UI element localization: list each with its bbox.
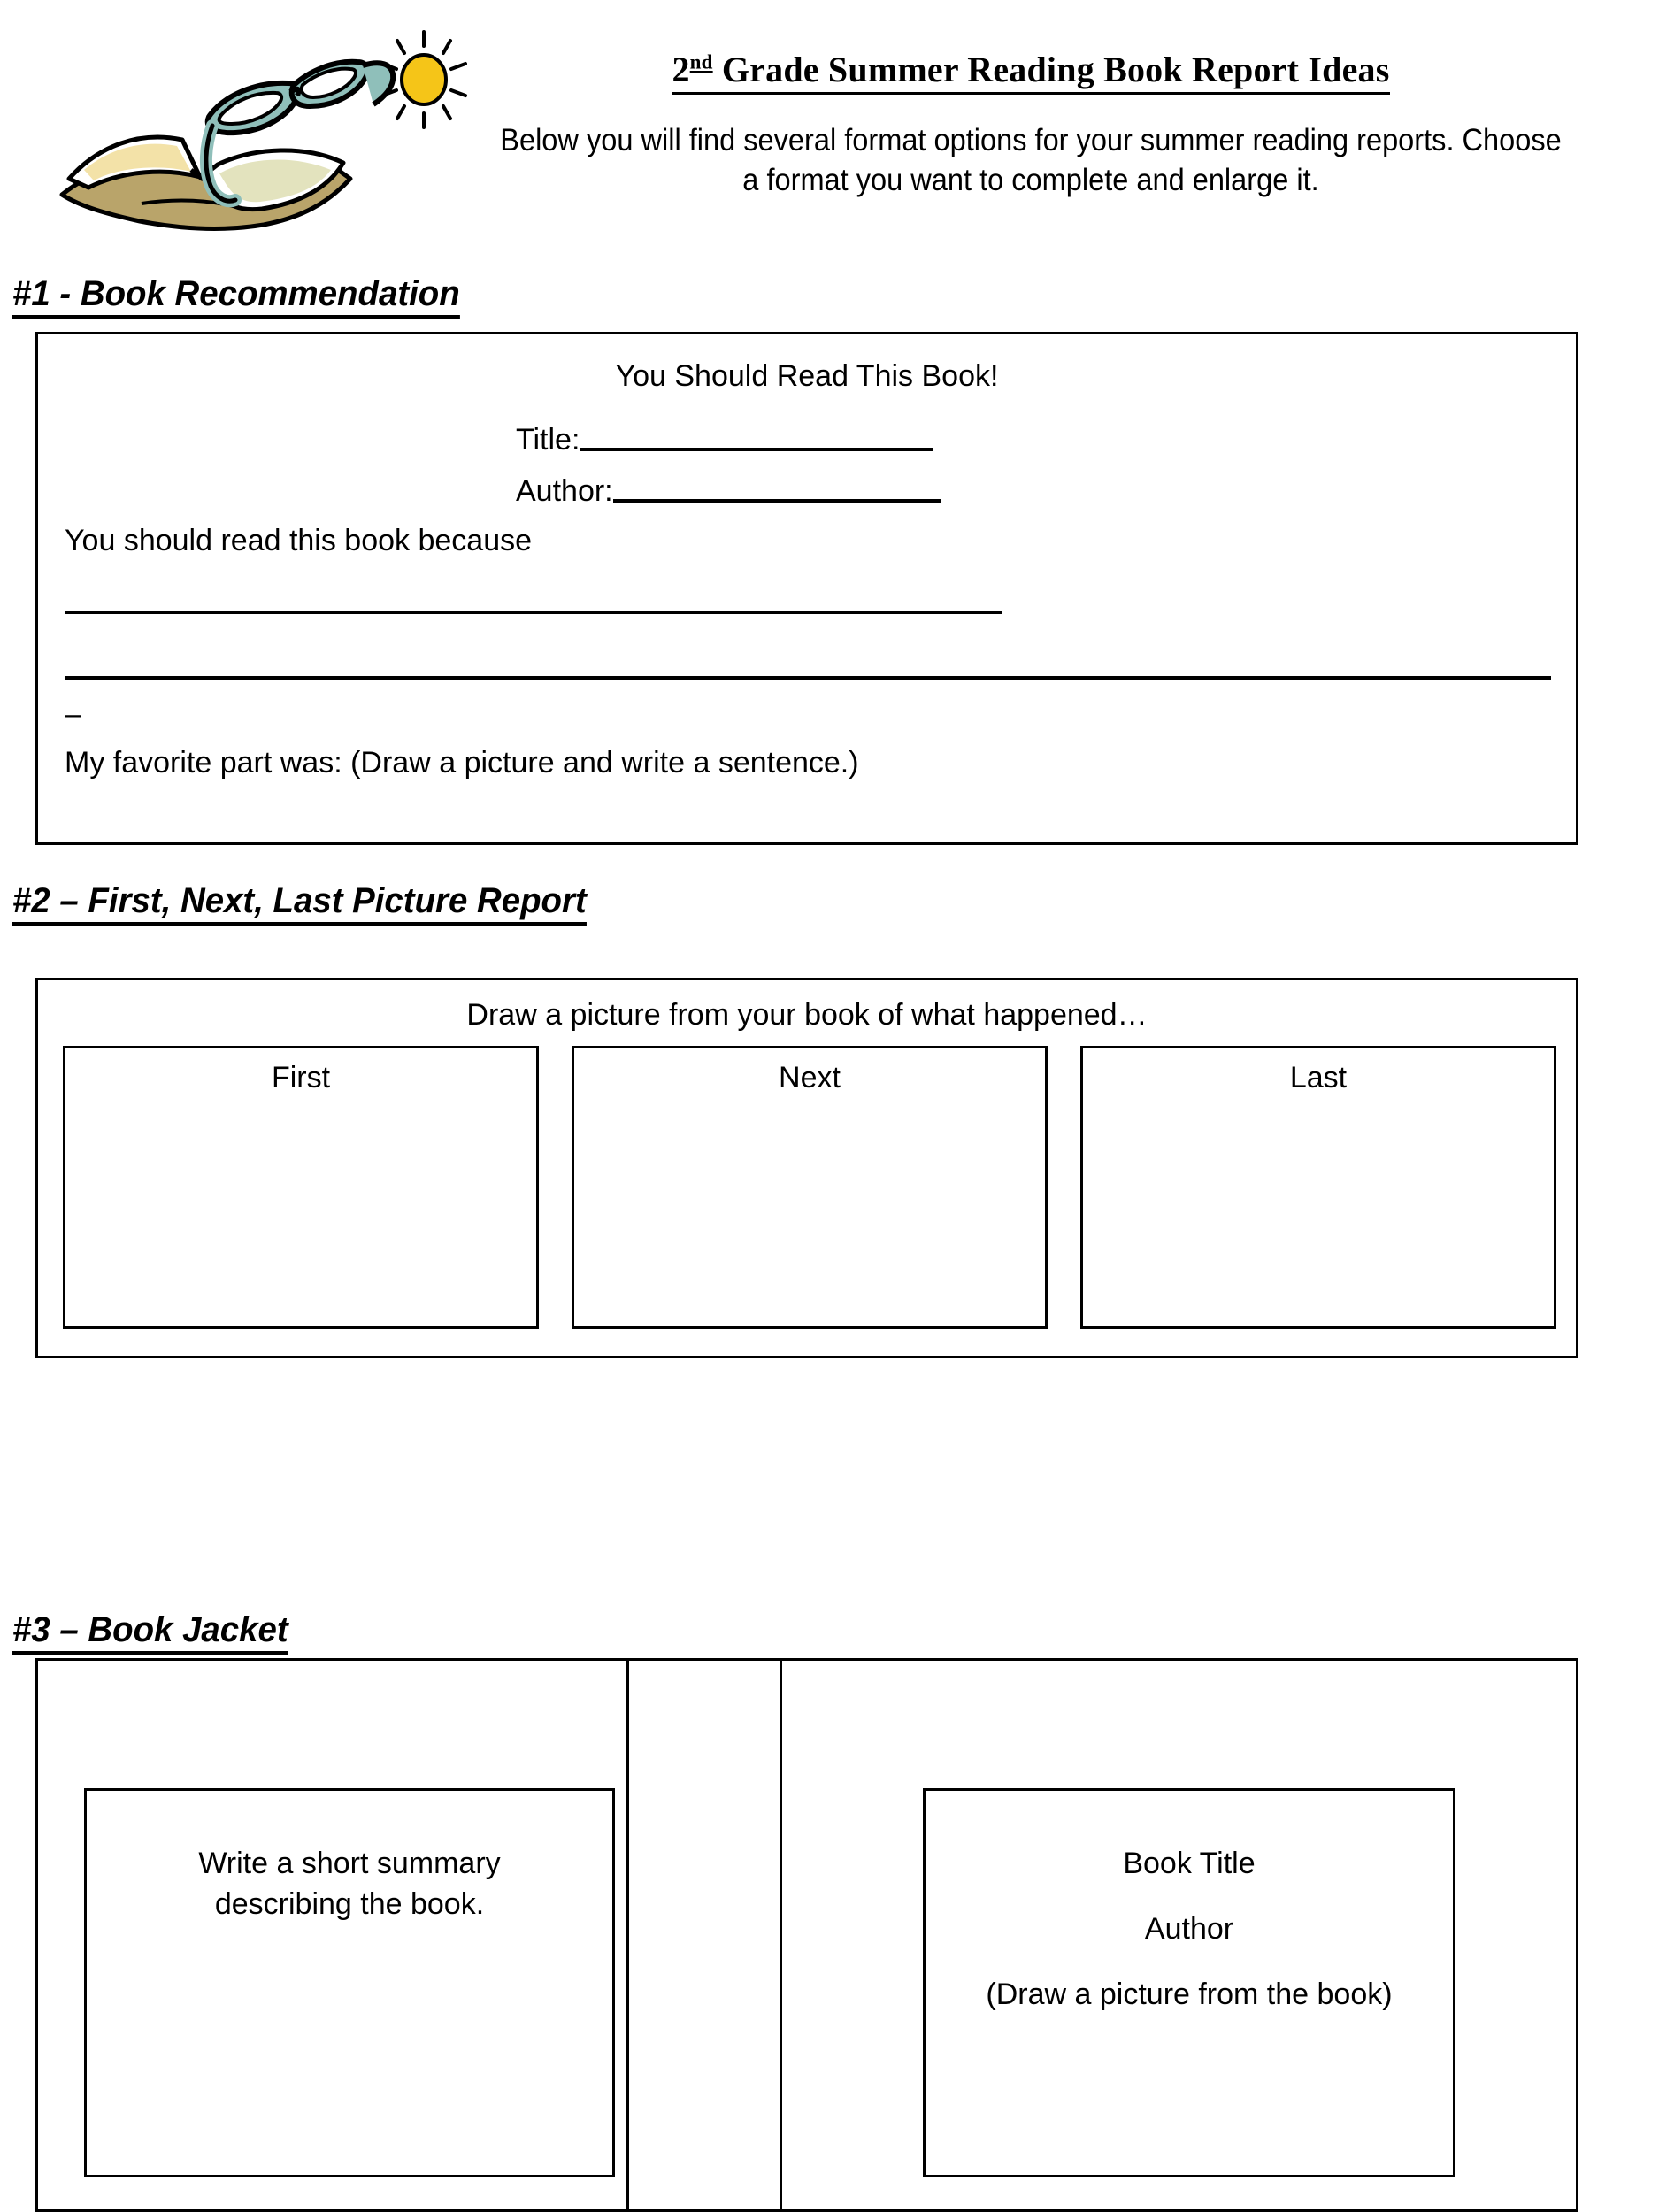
because-label: You should read this book because <box>65 524 533 557</box>
because-blank-line-3[interactable]: – <box>65 697 81 731</box>
summary-line-1: Write a short summary <box>198 1847 501 1880</box>
because-blank-line-2[interactable] <box>65 676 1551 680</box>
intro-paragraph: Below you will find several format optio… <box>500 123 1562 197</box>
author-field-blank[interactable] <box>612 499 941 503</box>
favorite-part-label: My favorite part was: (Draw a picture an… <box>65 746 859 780</box>
because-blank-line-1[interactable] <box>65 611 1002 614</box>
section-1-box: You Should Read This Book! Title: Author… <box>35 332 1578 845</box>
jacket-cover-panel[interactable]: Book Title Author (Draw a picture from t… <box>923 1788 1455 2177</box>
title-field-label: Title: <box>516 423 580 457</box>
recommendation-title: You Should Read This Book! <box>615 359 999 393</box>
cover-book-title: Book Title <box>1123 1847 1256 1880</box>
section-2-box: Draw a picture from your book of what ha… <box>35 978 1578 1358</box>
cover-draw-note: (Draw a picture from the book) <box>986 1977 1393 2011</box>
open-book-with-sunglasses-and-sun-icon <box>35 21 504 242</box>
jacket-divider-left <box>626 1661 629 2209</box>
author-field-row: Author: <box>516 474 941 509</box>
page-title: 2nd Grade Summer Reading Book Report Ide… <box>672 49 1390 95</box>
section-2-heading: #2 – First, Next, Last Picture Report <box>12 881 587 926</box>
picture-cell-next[interactable]: Next <box>572 1046 1048 1329</box>
cover-author: Author <box>1144 1911 1234 1946</box>
jacket-divider-right <box>780 1661 782 2209</box>
author-field-label: Author: <box>516 474 613 508</box>
picture-cell-last[interactable]: Last <box>1080 1046 1556 1329</box>
jacket-summary-panel[interactable]: Write a short summary describing the boo… <box>84 1788 615 2177</box>
sunglasses-icon <box>199 58 396 208</box>
section-2-caption: Draw a picture from your book of what ha… <box>466 998 1148 1032</box>
section-1-heading: #1 - Book Recommendation <box>12 274 460 319</box>
picture-cells: First Next Last <box>63 1046 1556 1329</box>
title-field-row: Title: <box>516 423 934 457</box>
document-header: 2nd Grade Summer Reading Book Report Ide… <box>0 0 1659 257</box>
title-ordinal-suffix: nd <box>689 50 713 73</box>
summary-line-2: describing the book. <box>214 1886 485 1921</box>
picture-cell-first[interactable]: First <box>63 1046 539 1329</box>
title-field-blank[interactable] <box>580 448 934 451</box>
section-3-heading: #3 – Book Jacket <box>12 1610 288 1655</box>
title-main: Grade Summer Reading Book Report Ideas <box>721 50 1390 89</box>
section-3-box: Write a short summary describing the boo… <box>35 1658 1578 2212</box>
title-number: 2 <box>672 50 690 89</box>
header-text-block: 2nd Grade Summer Reading Book Report Ide… <box>460 49 1601 201</box>
